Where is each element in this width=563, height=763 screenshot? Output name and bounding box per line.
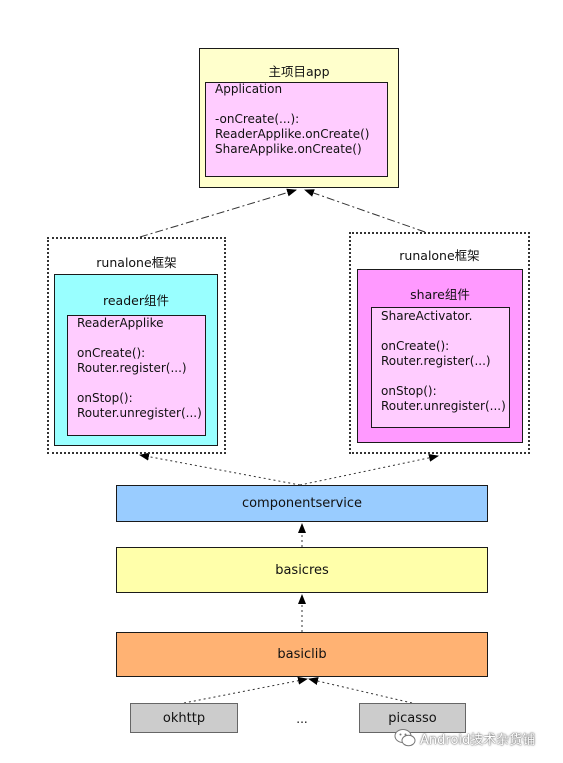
- okhttp-label: okhttp: [162, 710, 206, 726]
- arrow-service-to-left: [139, 452, 301, 486]
- reader-component-title: reader组件: [103, 293, 169, 308]
- arrow-service-to-right: [299, 453, 439, 486]
- basicres-layer: basicres: [116, 547, 488, 593]
- watermark-text: Android技术杂货铺: [420, 732, 536, 748]
- app-module-title: 主项目app: [268, 64, 330, 79]
- more-libraries-ellipsis: ...: [296, 712, 308, 726]
- basiclib-layer: basiclib: [116, 632, 488, 677]
- share-activator-text: ShareActivator. onCreate(): Router.regis…: [381, 309, 506, 413]
- picasso-library-box: picasso: [359, 703, 466, 733]
- basicres-label: basicres: [275, 562, 329, 578]
- okhttp-library-box: okhttp: [130, 703, 238, 733]
- reader-applike-box: [67, 315, 206, 436]
- left-runalone-frame: [47, 237, 226, 454]
- arrow-right-to-app: [304, 189, 426, 233]
- application-class-box: [205, 82, 388, 177]
- right-runalone-label: runalone框架: [399, 248, 480, 263]
- arrow-picasso-to-basiclib: [308, 677, 413, 704]
- share-component-title: share组件: [410, 287, 470, 302]
- picasso-label: picasso: [388, 710, 437, 726]
- left-runalone-label: runalone框架: [96, 255, 177, 270]
- reader-applike-text: ReaderApplike onCreate(): Router.registe…: [77, 316, 202, 420]
- basiclib-label: basiclib: [277, 647, 327, 662]
- wechat-icon: [394, 729, 416, 747]
- watermark: Android技术杂货铺: [394, 727, 535, 749]
- componentservice-label: componentservice: [241, 496, 363, 511]
- share-activator-box: [371, 307, 510, 428]
- componentservice-layer: componentservice: [116, 485, 488, 522]
- application-class-text: Application -onCreate(...): ReaderApplik…: [215, 82, 370, 156]
- arrow-left-to-app: [139, 188, 297, 238]
- arrow-okhttp-to-basiclib: [183, 676, 308, 704]
- right-runalone-frame: [349, 232, 530, 454]
